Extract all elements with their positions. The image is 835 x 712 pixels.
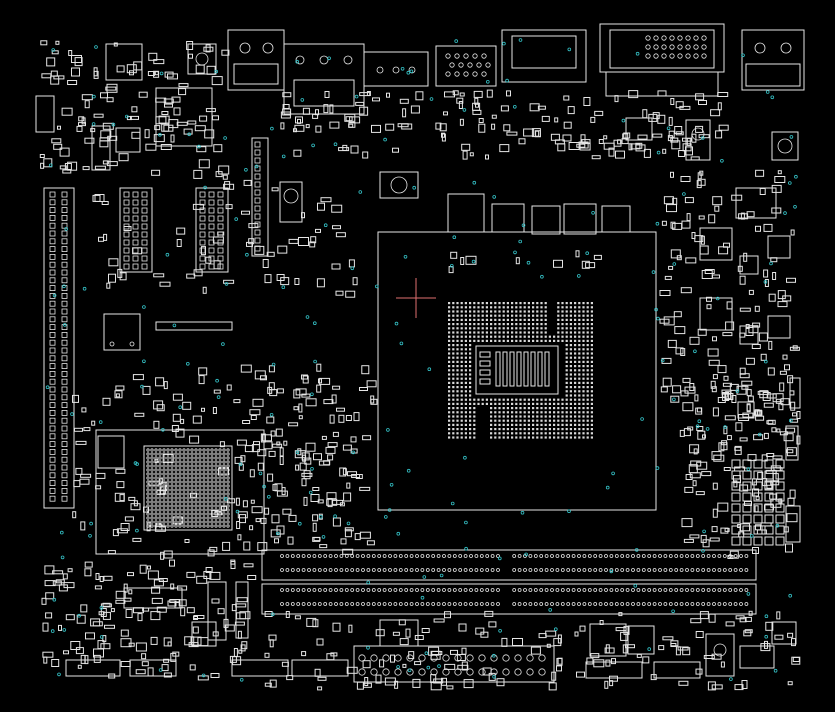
ddr-slot-pair [261, 549, 757, 615]
passive-components [39, 40, 801, 691]
rear-io-connectors [105, 23, 805, 115]
chipset-bga [95, 429, 265, 555]
bottom-connectors [65, 581, 797, 683]
left-pin-header [43, 187, 75, 509]
via-holes [45, 38, 798, 682]
cpu-socket-lga [377, 171, 657, 511]
right-side-components [625, 117, 801, 546]
